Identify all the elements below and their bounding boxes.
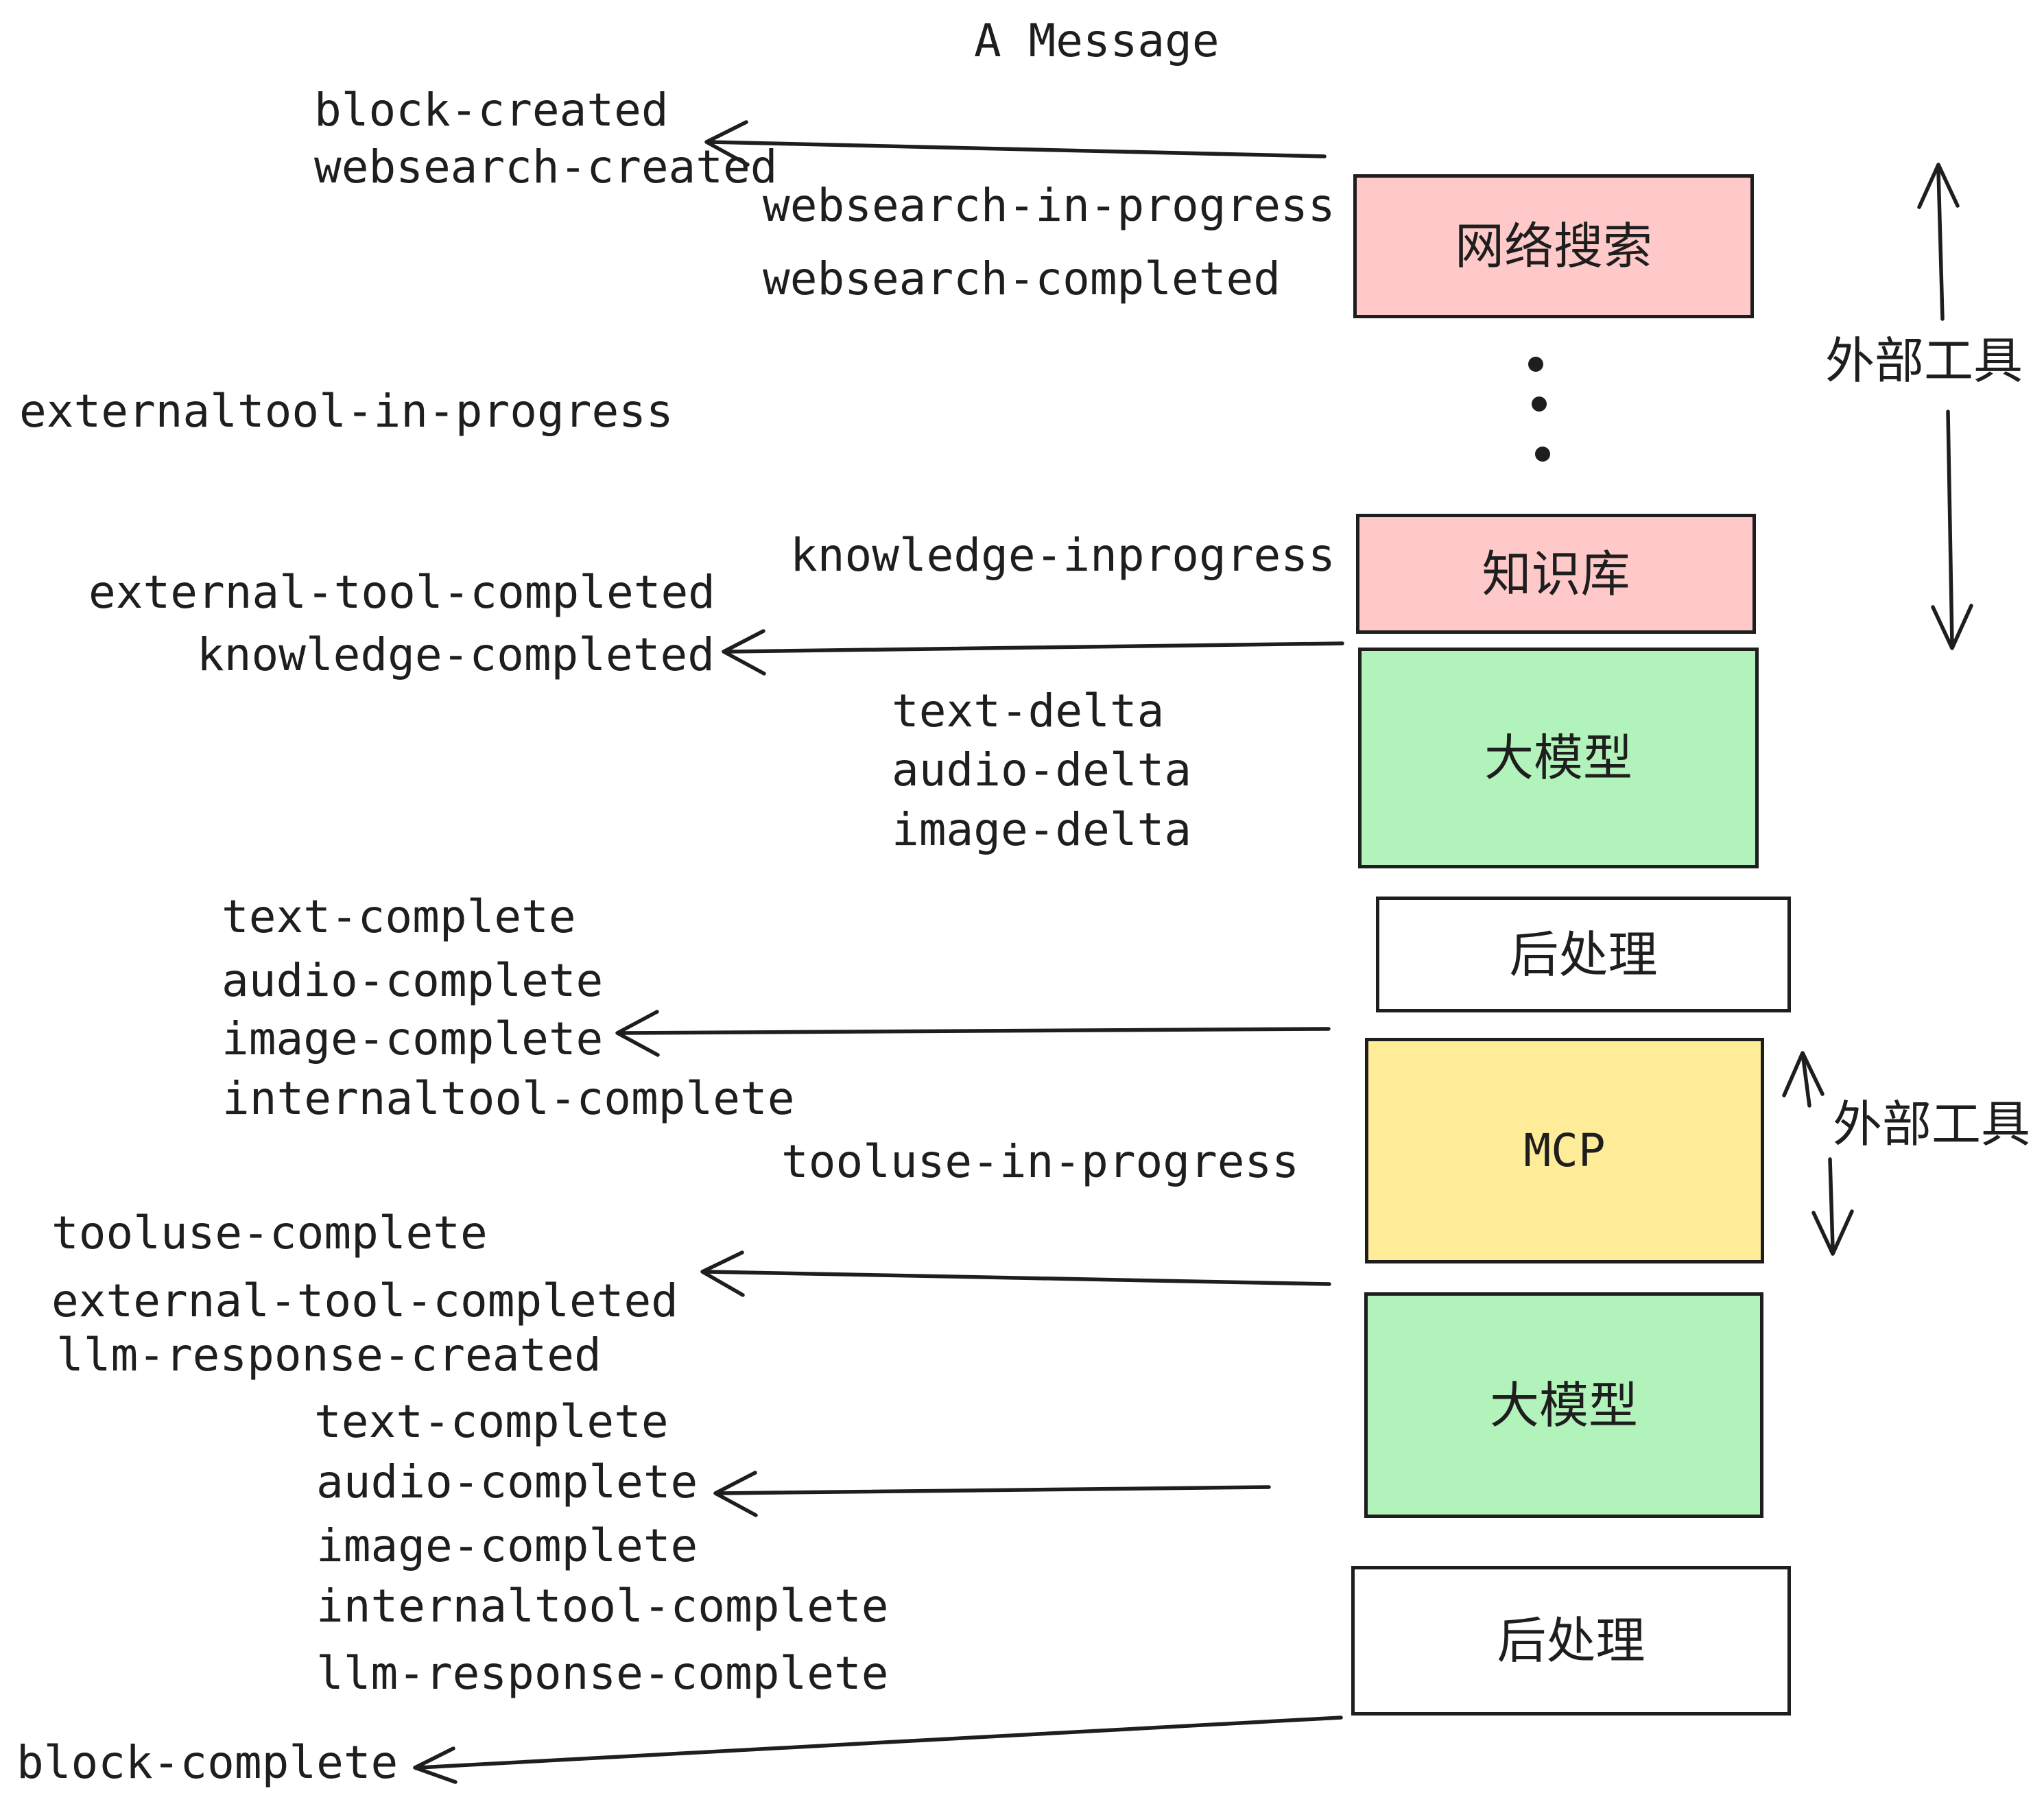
event-llm-response-created: llm-response-created <box>56 1329 602 1381</box>
box-llm-1-label: 大模型 <box>1484 729 1632 787</box>
box-knowledge-base: 知识库 <box>1356 514 1756 634</box>
event-block-created: block-created <box>314 84 669 137</box>
event-image-delta-1: image-delta <box>892 803 1192 856</box>
event-block-complete: block-complete <box>16 1736 399 1789</box>
event-text-complete-2: text-complete <box>314 1395 669 1448</box>
arrow-image-complete <box>615 1010 1331 1057</box>
event-audio-delta-1: audio-delta <box>892 744 1192 796</box>
arrow-audio-complete <box>713 1471 1271 1517</box>
arrow-tooluse-complete <box>700 1250 1331 1297</box>
event-audio-complete-2: audio-complete <box>316 1456 698 1508</box>
event-internaltool-complete-1: internaltool-complete <box>222 1072 795 1125</box>
event-external-tool-completed-2: external-tool-completed <box>51 1274 678 1327</box>
event-tooluse-in-progress: tooluse-in-progress <box>781 1135 1299 1188</box>
event-llm-response-complete: llm-response-complete <box>316 1647 889 1700</box>
arrow-websearch-created <box>704 120 1327 167</box>
box-web-search: 网络搜索 <box>1353 174 1754 318</box>
event-websearch-completed: websearch-completed <box>763 252 1281 305</box>
event-image-complete-1: image-complete <box>222 1012 604 1065</box>
event-knowledge-inprogress: knowledge-inprogress <box>790 529 1335 582</box>
event-externaltool-in-progress: externaltool-in-progress <box>19 385 674 438</box>
box-mcp-label: MCP <box>1523 1124 1606 1177</box>
arrow-block-complete <box>413 1716 1343 1784</box>
double-arrow-external-tools-1 <box>1917 163 1973 650</box>
side-label-external-tools-2: 外部工具 <box>1833 1095 2031 1153</box>
box-knowledge-base-label: 知识库 <box>1482 545 1630 603</box>
arrow-knowledge-completed <box>722 629 1344 676</box>
event-external-tool-completed-1: external-tool-completed <box>88 566 715 619</box>
event-image-complete-2: image-complete <box>316 1519 698 1572</box>
box-post-processing-1-label: 后处理 <box>1509 925 1658 984</box>
box-llm-2-label: 大模型 <box>1489 1376 1638 1434</box>
box-post-processing-2: 后处理 <box>1351 1566 1791 1716</box>
event-websearch-created: websearch-created <box>314 141 778 193</box>
box-web-search-label: 网络搜索 <box>1454 217 1652 275</box>
double-arrow-external-tools-2 <box>1782 1051 1854 1256</box>
side-label-external-tools-1: 外部工具 <box>1825 332 2023 390</box>
box-post-processing-1: 后处理 <box>1376 897 1791 1012</box>
event-audio-complete-1: audio-complete <box>222 954 604 1007</box>
event-knowledge-completed: knowledge-completed <box>197 628 715 681</box>
event-internaltool-complete-2: internaltool-complete <box>316 1580 889 1633</box>
diagram-title: A Message <box>974 14 1220 67</box>
box-llm-1: 大模型 <box>1358 648 1759 868</box>
event-text-delta-1: text-delta <box>892 685 1165 737</box>
event-text-complete-1: text-complete <box>222 890 576 943</box>
box-llm-2: 大模型 <box>1364 1292 1763 1518</box>
event-websearch-in-progress: websearch-in-progress <box>763 179 1335 232</box>
box-post-processing-2-label: 后处理 <box>1497 1612 1645 1670</box>
event-tooluse-complete: tooluse-complete <box>51 1207 488 1259</box>
ellipsis-dots <box>1528 357 1550 462</box>
box-mcp: MCP <box>1365 1038 1764 1263</box>
